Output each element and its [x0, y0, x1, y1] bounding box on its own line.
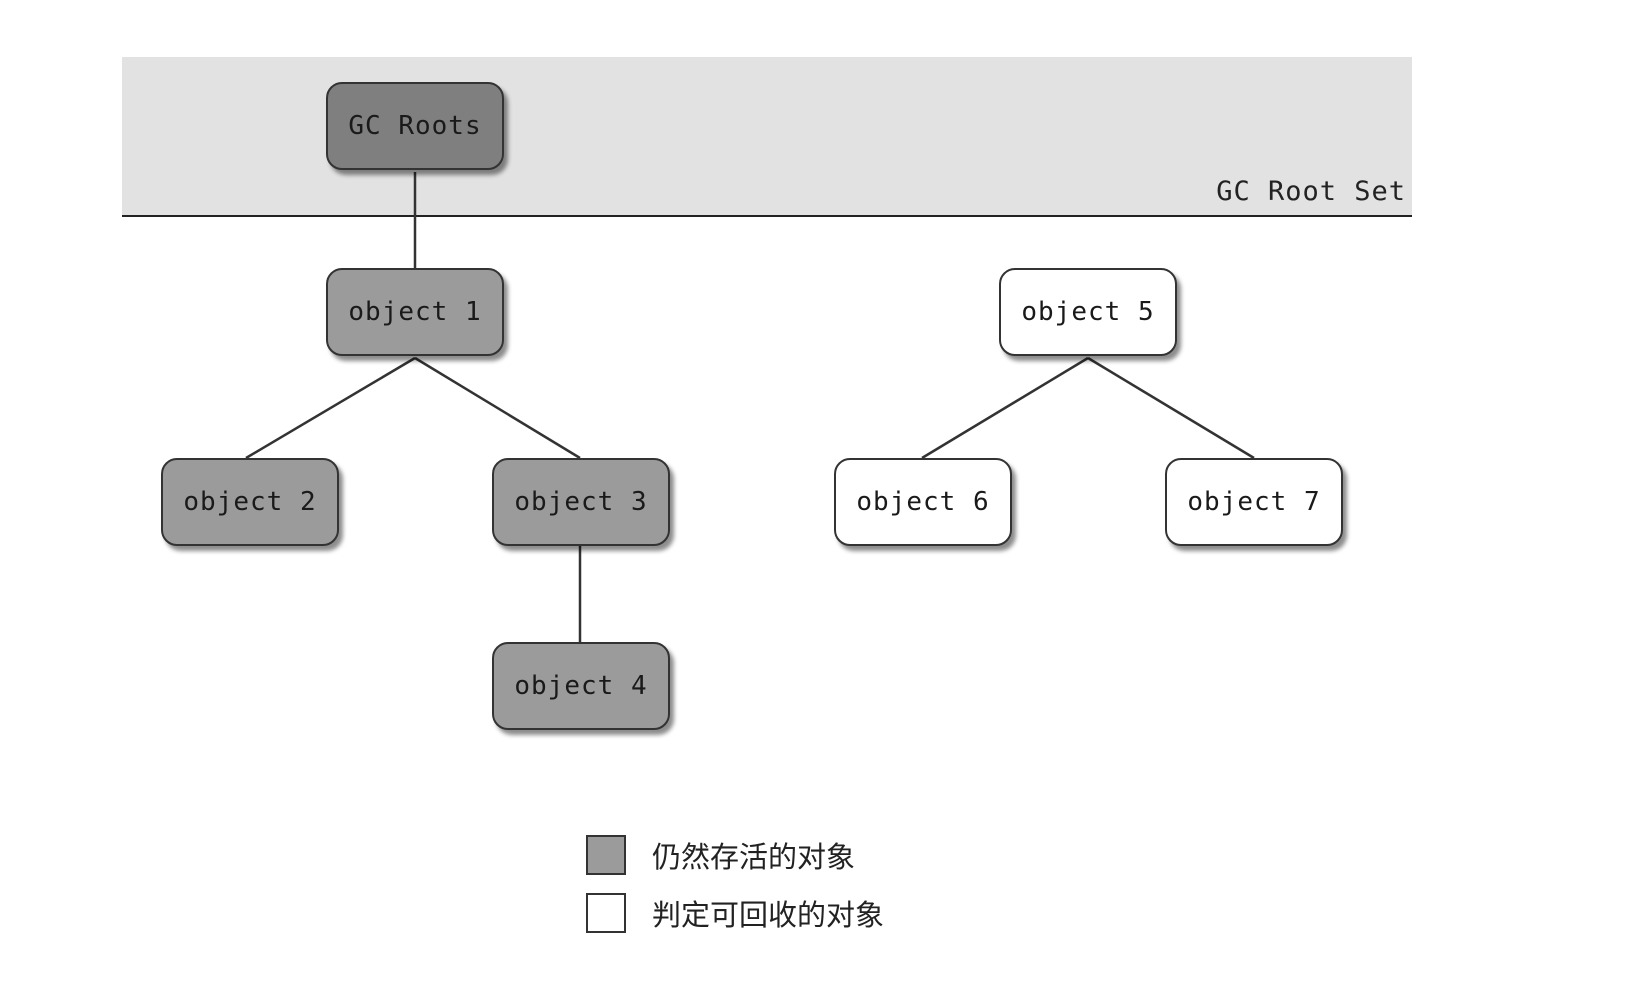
node-object-6[interactable]: object 6: [834, 458, 1012, 546]
node-object-4[interactable]: object 4: [492, 642, 670, 730]
node-object-6-label: object 6: [856, 487, 990, 517]
node-object-3-label: object 3: [514, 487, 648, 517]
node-object-7[interactable]: object 7: [1165, 458, 1343, 546]
edge-object5-object7: [1087, 356, 1255, 460]
node-gc-roots-label: GC Roots: [348, 111, 482, 141]
gc-root-set-label: GC Root Set: [1216, 176, 1406, 207]
node-object-3[interactable]: object 3: [492, 458, 670, 546]
edge-object1-object2: [245, 356, 416, 460]
node-object-5-label: object 5: [1021, 297, 1155, 327]
node-object-2-label: object 2: [183, 487, 317, 517]
legend-item-alive: 仍然存活的对象: [586, 833, 884, 877]
legend-label-alive: 仍然存活的对象: [652, 840, 856, 874]
node-object-1[interactable]: object 1: [326, 268, 504, 356]
node-object-7-label: object 7: [1187, 487, 1321, 517]
edge-object5-object6: [921, 356, 1089, 460]
node-object-5[interactable]: object 5: [999, 268, 1177, 356]
legend-item-collectable: 判定可回收的对象: [586, 891, 884, 935]
edge-object1-object3: [414, 356, 581, 460]
legend-swatch-collectable: [586, 893, 626, 933]
node-gc-roots[interactable]: GC Roots: [326, 82, 504, 170]
legend-swatch-alive: [586, 835, 626, 875]
node-object-2[interactable]: object 2: [161, 458, 339, 546]
node-object-1-label: object 1: [348, 297, 482, 327]
legend-label-collectable: 判定可回收的对象: [652, 898, 885, 932]
legend: 仍然存活的对象 判定可回收的对象: [586, 833, 884, 949]
node-object-4-label: object 4: [514, 671, 648, 701]
